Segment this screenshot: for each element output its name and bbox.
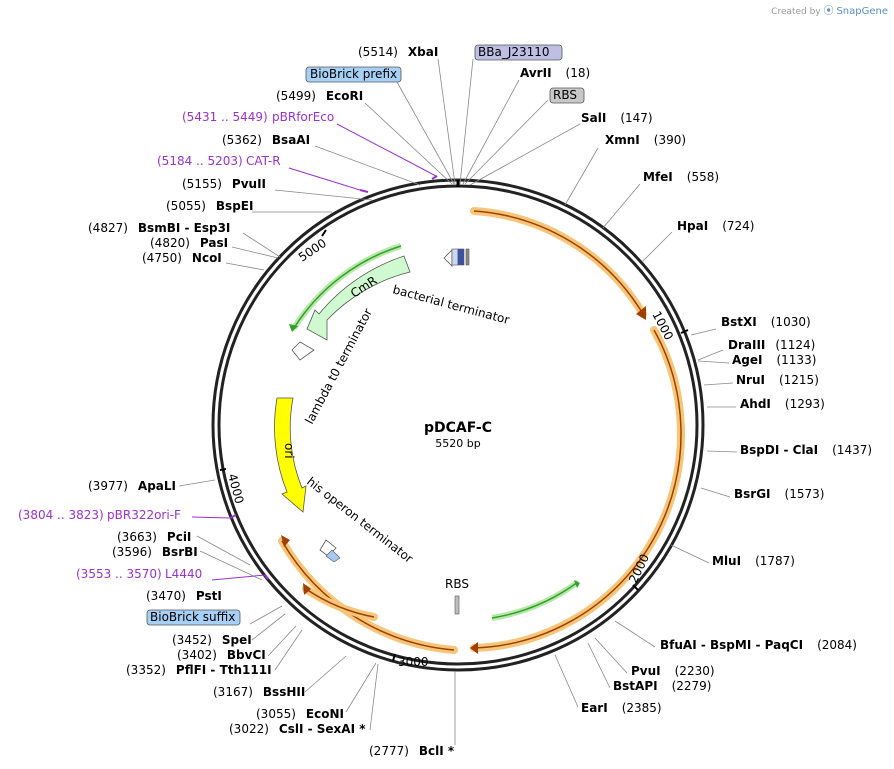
enzyme-psti: (3470)PstI — [146, 589, 222, 603]
primer-name-pbrforeco: pBRforEco — [272, 110, 334, 124]
enzyme-bfuai-bspmi-paqci: BfuAI - BspMI - PaqCI(2084) — [660, 638, 857, 652]
boxed-label-bba-j23110: BBa_J23110 — [478, 45, 550, 59]
primer-name-cat-r: CAT-R — [246, 154, 281, 168]
enzyme-bsshii: (3167)BssHII — [213, 685, 305, 699]
enzyme-pvuii: (5155)PvuII — [182, 177, 266, 191]
rbs-bottom-shape — [454, 595, 460, 615]
primer-range-pbrforeco: (5431 .. 5449) — [182, 110, 268, 124]
leader-lines — [178, 58, 738, 745]
enzyme-labels-left: (5514)XbaI (5499)EcoRI (5362)BsaAI (5155… — [88, 45, 455, 758]
green-arrow-upper-left — [289, 243, 402, 332]
orf-arc-lower-left — [278, 535, 458, 654]
ori-feature: ori — [274, 397, 307, 513]
enzyme-eari: EarI(2385) — [581, 701, 662, 715]
enzyme-csli-sexai: (3022)CslI - SexAI * — [229, 722, 366, 736]
enzyme-bsrgi: BsrGI(1573) — [734, 487, 824, 501]
plasmid-size: 5520 bp — [435, 437, 480, 450]
enzyme-draiii: DraIII(1124) — [728, 338, 815, 352]
enzyme-bsrbi: (3596)BsrBI — [112, 545, 198, 559]
enzyme-nrui: NruI(1215) — [736, 373, 819, 387]
enzyme-agei: AgeI(1133) — [732, 353, 816, 367]
enzyme-bspdi-clai: BspDI - ClaI(1437) — [740, 443, 872, 457]
enzyme-econi: (3055)EcoNI — [256, 707, 344, 721]
primer-range-pbr322ori-f: (3804 .. 3823) — [18, 508, 104, 522]
primer-leaders — [191, 123, 438, 581]
enzyme-spei: (3452)SpeI — [172, 633, 252, 647]
enzyme-sali: SalI(147) — [581, 111, 653, 125]
enzyme-bstapi: BstAPI(2279) — [613, 679, 711, 693]
enzyme-bstxi: BstXI(1030) — [721, 315, 811, 329]
enzyme-ecori: (5499)EcoRI — [276, 89, 363, 103]
green-arrow-rbs — [491, 579, 580, 621]
tick-1000: 1000 — [649, 309, 676, 343]
top-small-features — [443, 248, 470, 267]
boxed-label-rbs: RBS — [553, 88, 577, 102]
enzyme-xmni: XmnI(390) — [605, 133, 686, 147]
enzyme-mlui: MluI(1787) — [712, 554, 795, 568]
bacterial-terminator-label: bacterial terminator — [391, 282, 511, 327]
lambda-t0-terminator-shape — [291, 341, 315, 361]
his-operon-small-feature — [325, 549, 341, 563]
primer-range-l4440: (3553 .. 3570) — [76, 567, 162, 581]
enzyme-hpai: HpaI(724) — [677, 219, 754, 233]
watermark-created-by: Created by — [771, 7, 821, 17]
primer-labels: (5431 .. 5449) pBRforEco (5184 .. 5203) … — [18, 110, 334, 581]
snapgene-logo-icon: ⦿ — [823, 6, 834, 17]
tick-3000: 3000 — [398, 655, 429, 669]
enzyme-bspei: (5055)BspEI — [166, 199, 253, 213]
ori-label: ori — [282, 443, 296, 459]
enzyme-avrii: AvrII(18) — [520, 66, 590, 80]
enzyme-labels-right: AvrII(18) SalI(147) XmnI(390) MfeI(558) … — [520, 66, 872, 715]
primer-name-l4440: L4440 — [165, 567, 202, 581]
boxed-label-biobrick-prefix: BioBrick prefix — [310, 67, 397, 81]
boxed-labels: BBa_J23110 BioBrick prefix RBS BioBrick … — [146, 44, 585, 626]
enzyme-bbvci: (3402)BbvCI — [177, 648, 266, 662]
his-operon-terminator-label: his operon terminator — [304, 474, 416, 565]
orf-arc-right — [470, 207, 686, 654]
tick-5000: 5000 — [296, 236, 329, 265]
enzyme-apali: (3977)ApaLI — [88, 479, 176, 493]
enzyme-xbai: (5514)XbaI — [358, 45, 438, 59]
watermark-brand: SnapGene — [836, 6, 888, 17]
boxed-label-biobrick-suffix: BioBrick suffix — [150, 610, 235, 624]
primer-range-cat-r: (5184 .. 5203) — [157, 154, 243, 168]
snapgene-watermark: Created by ⦿ SnapGene — [771, 2, 888, 17]
enzyme-bcli: (2777)BclI * — [369, 744, 455, 758]
enzyme-pflfi-tth111i: (3352)PflFI - Tth111I — [126, 663, 272, 677]
enzyme-bsmbi-esp3i: (4827)BsmBI - Esp3I — [88, 221, 230, 235]
enzyme-pcii: (3663)PciI — [117, 530, 191, 544]
enzyme-ncoi: (4750)NcoI — [142, 251, 222, 265]
enzyme-mfei: MfeI(558) — [643, 170, 719, 184]
enzyme-pasi: (4820)PasI — [150, 236, 228, 250]
rbs-bottom-label: RBS — [445, 577, 469, 591]
enzyme-ahdi: AhdI(1293) — [740, 397, 825, 411]
enzyme-bsaai: (5362)BsaAI — [222, 133, 310, 147]
enzyme-pvui: PvuI(2230) — [631, 664, 715, 678]
plasmid-name: pDCAF-C — [424, 420, 492, 436]
primer-name-pbr322ori-f: pBR322ori-F — [107, 508, 181, 522]
